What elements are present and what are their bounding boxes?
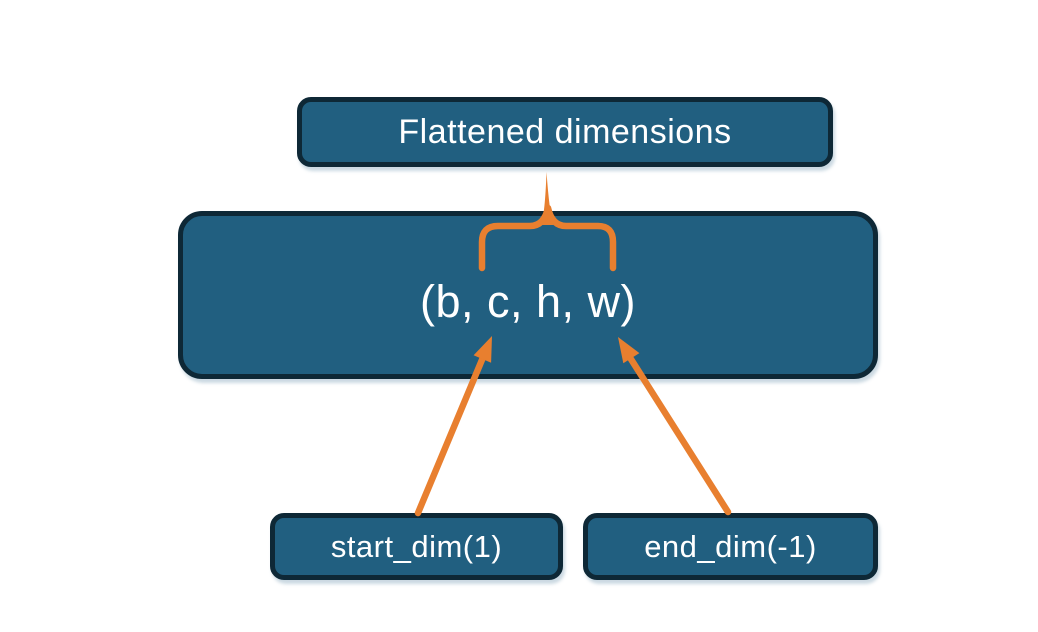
end-dim-label: end_dim(-1) xyxy=(644,528,817,564)
start-dim-label: start_dim(1) xyxy=(330,528,503,564)
start-dim-box: start_dim(1) xyxy=(270,513,563,580)
end-dim-box: end_dim(-1) xyxy=(583,513,878,580)
tensor-shape-box: (b, c, h, w) xyxy=(178,211,878,379)
tensor-shape-label: (b, c, h, w) xyxy=(419,276,637,327)
flattened-dimensions-label: Flattened dimensions xyxy=(398,112,732,151)
flattened-dimensions-box: Flattened dimensions xyxy=(297,97,833,167)
